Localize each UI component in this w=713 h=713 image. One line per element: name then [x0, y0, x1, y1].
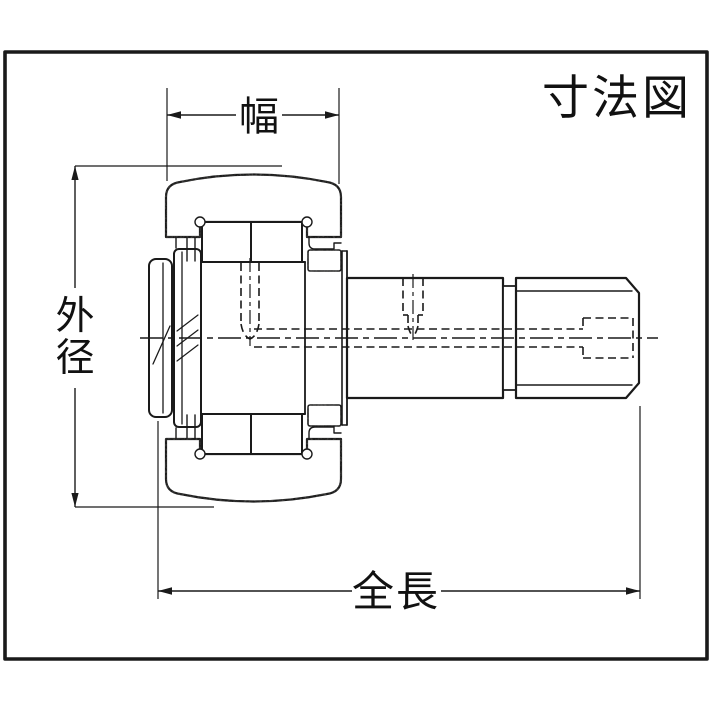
dimension-outer-diameter-label-char1: 外: [55, 295, 94, 338]
section-hatch-line: [176, 314, 199, 332]
dimension-width-label: 幅: [239, 95, 279, 139]
arrowhead: [158, 587, 172, 595]
raceway-relief-notch: [301, 216, 313, 228]
needle-roller: [201, 221, 252, 263]
needle-roller: [250, 221, 303, 263]
needle-roller: [250, 413, 303, 455]
washer-break-line: [152, 325, 171, 365]
dimension-outer-diameter-label-char2: 径: [55, 337, 94, 380]
drill-point-hidden-line: [240, 323, 251, 340]
page-title: 寸法図: [542, 71, 692, 124]
drill-point-hidden-line: [412, 325, 419, 337]
retainer-block-bottom-right: [307, 404, 342, 427]
bearing-drawing: [140, 173, 658, 503]
needle-roller: [201, 413, 252, 455]
arrowhead: [71, 493, 79, 507]
retainer-block-top-right: [307, 249, 342, 272]
drawing-frame-border: [3, 50, 709, 661]
raceway-relief-notch: [301, 448, 313, 460]
raceway-relief-notch: [194, 216, 206, 228]
section-hatch-line: [176, 344, 199, 362]
arrowhead: [167, 111, 181, 119]
dimension-overall-length-label: 全長: [352, 568, 440, 615]
arrowhead: [325, 111, 339, 119]
drill-point-hidden-line: [407, 325, 414, 337]
drill-point-hidden-line: [249, 323, 260, 340]
dimension-outer-diameter: 外 径: [55, 165, 282, 508]
dimension-width: 幅: [166, 88, 340, 184]
raceway-relief-notch: [194, 448, 206, 460]
seal-hook-bottom: [308, 426, 342, 440]
seal-hook-top: [308, 236, 342, 250]
arrowhead: [626, 587, 640, 595]
dimension-overall-length: 全長: [157, 406, 641, 615]
arrowhead: [71, 166, 79, 180]
